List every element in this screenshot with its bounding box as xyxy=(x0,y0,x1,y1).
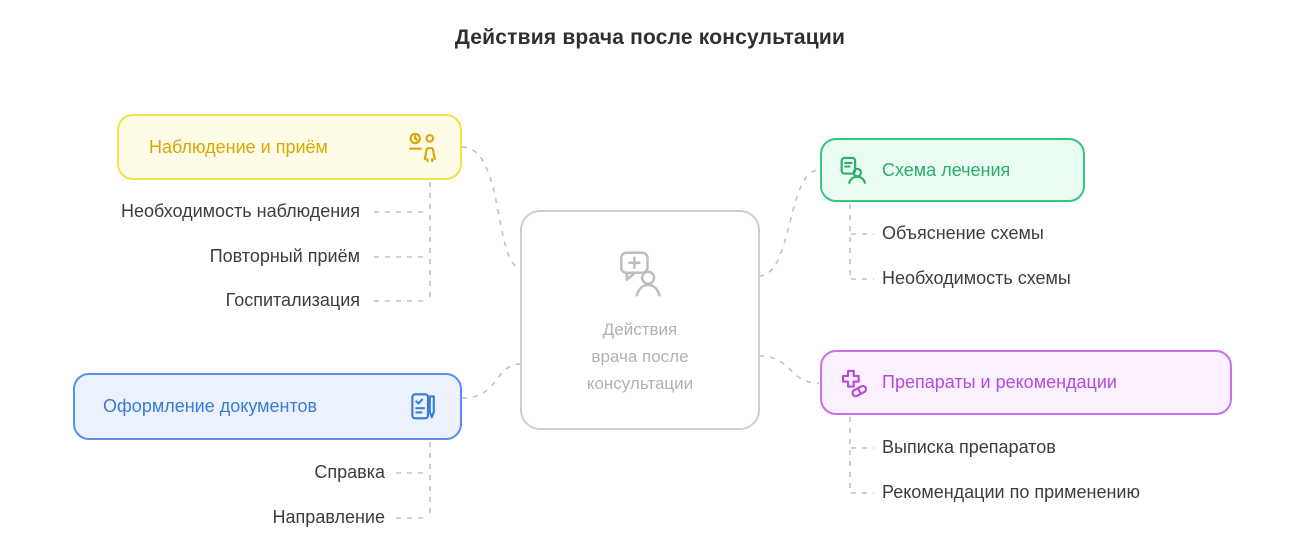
leaf-repeat-appointment: Повторный приём xyxy=(209,246,360,266)
treatment-plan-icon xyxy=(836,153,870,187)
diagram-title: Действия врача после консультации xyxy=(454,26,846,49)
connector-documents-to-center xyxy=(461,363,522,399)
leaf-prescription: Выписка препаратов xyxy=(882,437,1056,457)
appointment-clock-icon xyxy=(406,130,440,164)
branch-observation[interactable]: Наблюдение и приём xyxy=(117,114,462,180)
leaf-certificate: Справка xyxy=(314,462,385,482)
branch-treatment-label: Схема лечения xyxy=(882,159,1011,180)
center-node-label-line-2: врача после xyxy=(591,346,689,366)
medication-pill-icon xyxy=(836,366,870,400)
leaf-usage-recommendations: Рекомендации по применению xyxy=(882,482,1140,502)
connector-center-to-medications xyxy=(758,355,820,384)
branch-documents-label: Оформление документов xyxy=(103,396,318,416)
branch-medications[interactable]: Препараты и рекомендации xyxy=(820,350,1232,415)
center-node-label-line-3: консультации xyxy=(586,373,694,393)
branch-medications-label: Препараты и рекомендации xyxy=(882,372,1117,392)
center-node[interactable]: Действия врача после консультации xyxy=(520,210,760,430)
branch-treatment[interactable]: Схема лечения xyxy=(820,138,1085,202)
center-node-label: Действия врача после консультации xyxy=(587,316,693,397)
branch-documents[interactable]: Оформление документов xyxy=(73,373,462,440)
branch-observation-label: Наблюдение и приём xyxy=(149,136,328,157)
leaf-referral: Направление xyxy=(272,507,385,527)
leaf-scheme-explanation: Объяснение схемы xyxy=(882,223,1044,243)
center-node-label-line-1: Действия xyxy=(602,319,678,339)
leaf-observation-need: Необходимость наблюдения xyxy=(120,201,360,221)
leaf-hospitalization: Госпитализация xyxy=(225,290,360,310)
doctor-consultation-icon xyxy=(610,244,670,304)
leaf-scheme-need: Необходимость схемы xyxy=(882,268,1071,288)
connector-center-to-treatment xyxy=(758,169,820,277)
document-pen-icon xyxy=(406,390,440,424)
connector-observation-to-center xyxy=(461,146,522,269)
